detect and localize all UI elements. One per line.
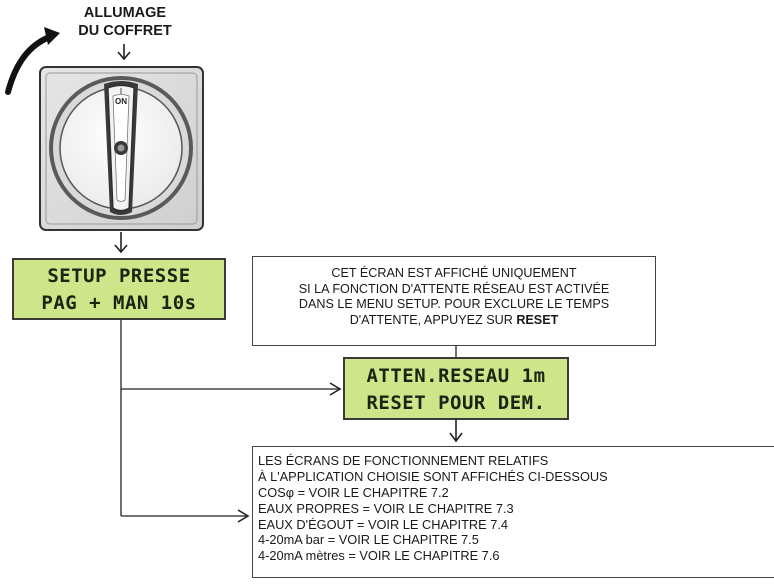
screens-intro-line-2: À L'APPLICATION CHOISIE SONT AFFICHÉS CI… xyxy=(258,468,608,484)
down-arrow-icon xyxy=(449,420,463,443)
screen-item-4-20ma-bar: 4-20mA bar = VOIR LE CHAPITRE 7.5 xyxy=(258,532,479,548)
down-arrow-icon xyxy=(114,232,128,254)
screens-panel-text: LES ÉCRANS DE FONCTIONNEMENT RELATIFS À … xyxy=(258,453,608,564)
switch-indicator-i: I xyxy=(120,87,122,96)
setup-display: SETUP PRESSE PAG + MAN 10s xyxy=(12,258,226,320)
wait-display: ATTEN.RESEAU 1m RESET POUR DEM. xyxy=(343,357,569,420)
info-note: CET ÉCRAN EST AFFICHÉ UNIQUEMENT SI LA F… xyxy=(252,256,656,346)
screen-item-4-20ma-metres: 4-20mA mètres = VOIR LE CHAPITRE 7.6 xyxy=(258,548,500,564)
info-note-line-1: CET ÉCRAN EST AFFICHÉ UNIQUEMENT xyxy=(331,266,577,280)
title-line-2: DU COFFRET xyxy=(78,23,172,39)
screens-intro-line-1: LES ÉCRANS DE FONCTIONNEMENT RELATIFS xyxy=(258,453,549,468)
setup-display-line-2: PAG + MAN 10s xyxy=(41,292,197,314)
setup-display-line-1: SETUP PRESSE xyxy=(47,265,191,287)
info-note-line-4-text: D'ATTENTE, APPUYEZ SUR xyxy=(349,312,517,327)
wait-display-line-2: RESET POUR DEM. xyxy=(366,392,546,414)
rotary-switch-icon xyxy=(39,66,204,231)
curved-arrow-icon xyxy=(5,27,60,95)
diagram-title: ALLUMAGE DU COFFRET xyxy=(60,4,190,40)
screens-panel xyxy=(252,446,774,578)
info-note-line-2: SI LA FONCTION D'ATTENTE RÉSEAU EST ACTI… xyxy=(298,281,610,296)
title-line-1: ALLUMAGE xyxy=(83,5,167,21)
info-note-line-3: DANS LE MENU SETUP. POUR EXCLURE LE TEMP… xyxy=(298,297,610,311)
wait-display-line-1: ATTEN.RESEAU 1m xyxy=(366,365,546,387)
info-note-line-4: D'ATTENTE, APPUYEZ SUR RESET xyxy=(253,313,655,329)
down-arrow-icon xyxy=(117,44,131,61)
screen-item-cosphi: COSφ = VOIR LE CHAPITRE 7.2 xyxy=(258,484,449,500)
screen-item-eaux-propres: EAUX PROPRES = VOIR LE CHAPITRE 7.3 xyxy=(258,500,514,516)
switch-indicator-on: ON xyxy=(115,97,127,106)
flow-connector xyxy=(120,320,342,523)
reset-keyword: RESET xyxy=(516,312,559,327)
screen-item-eaux-egout: EAUX D'ÉGOUT = VOIR LE CHAPITRE 7.4 xyxy=(258,516,509,532)
